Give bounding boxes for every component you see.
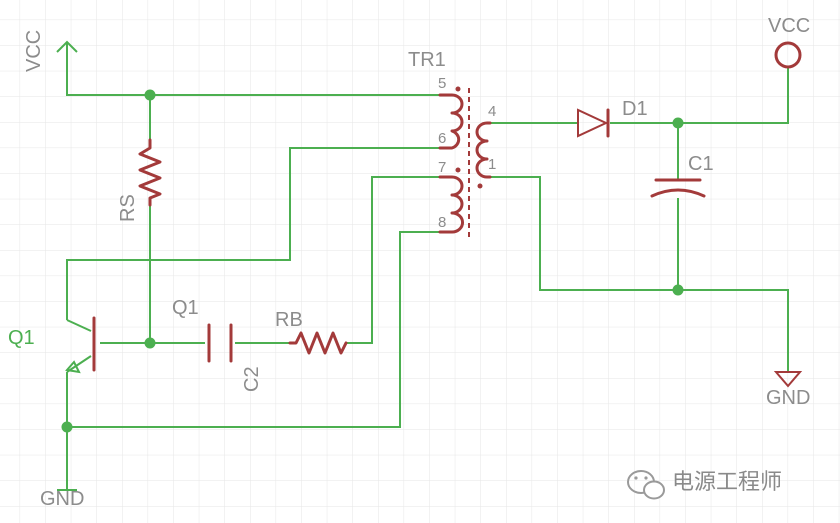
gnd-left-label: GND: [40, 488, 84, 510]
rb-resistor: [288, 331, 348, 355]
junction-dot: [144, 337, 156, 349]
junction-dot: [672, 284, 684, 296]
pin-7-label: 7: [438, 159, 446, 176]
wire-pin6-collector: [66, 147, 440, 320]
wire-pin7-rb: [346, 176, 440, 344]
rs-resistor: [138, 138, 162, 207]
watermark-text: 电源工程师: [672, 470, 782, 495]
vcc-left-label: VCC: [23, 30, 45, 72]
wire-pin8-emitter: [67, 231, 440, 428]
vcc-right-label: VCC: [768, 15, 810, 37]
junction-dot: [144, 89, 156, 101]
tr1-label: TR1: [408, 49, 446, 71]
pin-1-label: 1: [488, 156, 496, 173]
junction-dots: [61, 89, 684, 433]
wire-pin1-gnd: [490, 176, 789, 372]
d1-label: D1: [622, 98, 648, 120]
gnd-right-label: GND: [766, 387, 810, 409]
pin-4-label: 4: [488, 103, 496, 120]
c1-label: C1: [688, 153, 714, 175]
watermark: 电源工程师: [627, 470, 782, 500]
wire-diode-vcc: [610, 68, 789, 124]
tr1-transformer: [438, 86, 492, 238]
q1-transistor: [65, 316, 96, 374]
rb-label: RB: [275, 309, 303, 331]
d1-diode: [577, 108, 610, 138]
wires: [66, 62, 789, 490]
vcc-left-symbol: [56, 40, 78, 62]
junction-dot: [61, 421, 73, 433]
pin-8-label: 8: [438, 214, 446, 231]
c1-capacitor: [650, 178, 706, 198]
rs-label: RS: [117, 194, 139, 222]
q1-top-label: Q1: [172, 297, 199, 319]
vcc-right-symbol: [774, 41, 802, 69]
pin-6-label: 6: [438, 130, 446, 147]
q1-side-label: Q1: [8, 327, 35, 349]
wire-vcc-rail: [66, 62, 440, 96]
junction-dot: [672, 117, 684, 129]
wechat-icon: [627, 470, 665, 500]
c2-label: C2: [241, 366, 263, 392]
pin-5-label: 5: [438, 75, 446, 92]
gnd-right-symbol: [773, 371, 803, 388]
c2-capacitor: [207, 323, 233, 363]
